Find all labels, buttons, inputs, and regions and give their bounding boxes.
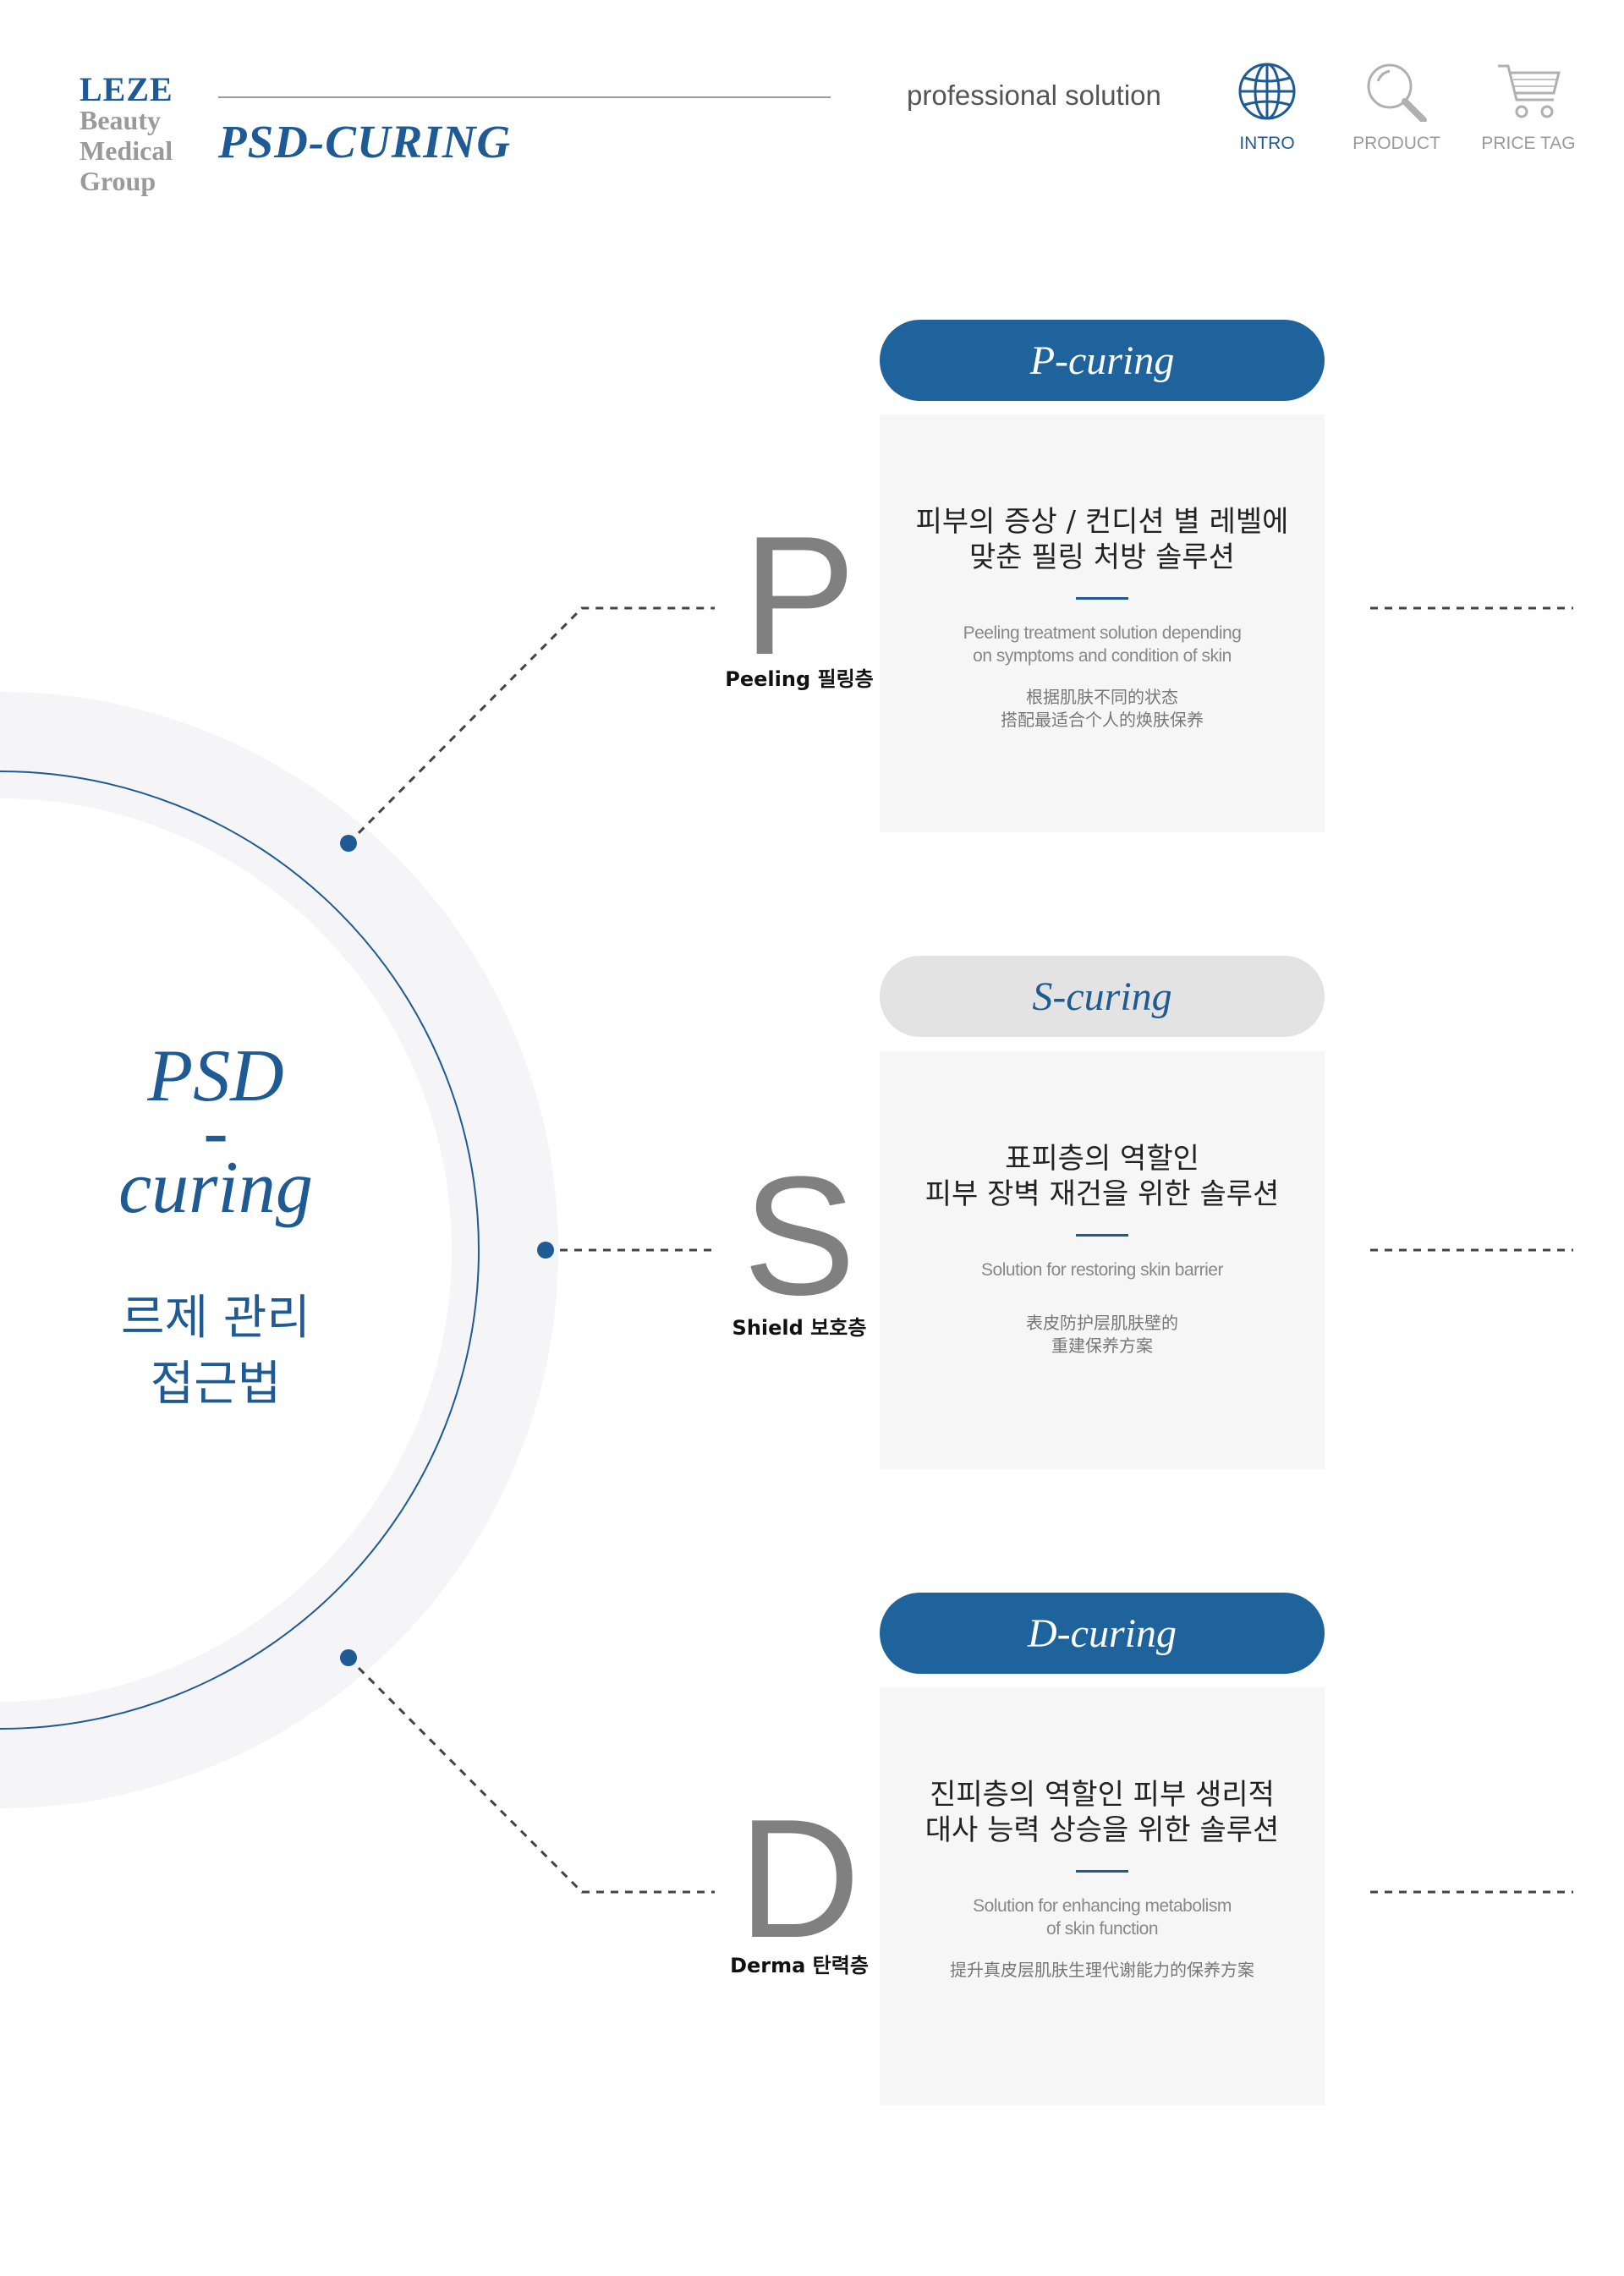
caption-derma: Derma 탄력층 (730, 1954, 869, 1977)
card-p-title-line-2: 맞춘 필링 처방 솔루션 (969, 540, 1235, 574)
connector-d (347, 1656, 715, 1894)
hero-title-line-1: PSD (147, 1035, 284, 1117)
caption-shield: Shield 보호층 (732, 1316, 867, 1340)
hero-subtitle-line-1: 르제 관리 (121, 1291, 310, 1346)
pill-p-curing[interactable]: P-curing (880, 320, 1325, 401)
card-d-english-line-1: Solution for enhancing metabolism (973, 1896, 1232, 1916)
card-s-title-line-2: 피부 장벽 재건을 위한 솔루션 (924, 1177, 1280, 1211)
card-d-divider (1076, 1870, 1128, 1873)
card-p-title-line-1: 피부의 증상 / 컨디션 별 레벨에 (915, 505, 1289, 539)
outer-ring (0, 692, 558, 1808)
logo-line-1: LEZE (80, 70, 173, 108)
card-s-title-line-1: 표피층의 역할인 (1005, 1142, 1199, 1176)
letter-s: S (743, 1142, 856, 1330)
card-d-curing: 진피층의 역할인 피부 생리적 대사 능력 상승을 위한 솔루션 Solutio… (880, 1687, 1325, 2105)
card-d-title: 진피층의 역할인 피부 생리적 대사 능력 상승을 위한 솔루션 (880, 1777, 1325, 1848)
card-s-chinese-line-2: 重建保养方案 (1051, 1335, 1153, 1356)
letter-d: D (738, 1785, 861, 1973)
card-p-english-line-1: Peeling treatment solution depending (963, 623, 1242, 643)
card-p-divider (1076, 597, 1128, 600)
pill-d-curing[interactable]: D-curing (880, 1593, 1325, 1674)
hero-title-line-2: - (203, 1091, 228, 1173)
card-p-chinese-line-1: 根据肌肤不同的状态 (1026, 687, 1178, 707)
magnifier-icon (1367, 63, 1427, 122)
node-dot-d (340, 1649, 357, 1666)
card-p-chinese: 根据肌肤不同的状态 搭配最适合个人的焕肤保养 (880, 686, 1325, 732)
page-title: PSD-CURING (218, 116, 512, 167)
card-d-title-line-2: 대사 능력 상승을 위한 솔루션 (924, 1813, 1280, 1847)
connector-p (347, 606, 715, 845)
inner-circle (0, 771, 480, 1730)
caption-peeling: Peeling 필링층 (725, 667, 874, 691)
nav-intro[interactable]: INTRO (1195, 61, 1339, 154)
nav-price-tag-label: PRICE TAG (1481, 134, 1576, 153)
tagline: professional solution (907, 80, 1161, 111)
hero-subtitle: 르제 관리 접근법 (59, 1286, 372, 1418)
brand-logo[interactable]: LEZE Beauty Medical Group (80, 70, 173, 197)
card-d-english-line-2: of skin function (1045, 1919, 1159, 1939)
nav-intro-label: INTRO (1239, 134, 1295, 153)
header-divider (218, 96, 831, 98)
card-d-english: Solution for enhancing metabolism of ski… (880, 1895, 1325, 1940)
node-dot-s (537, 1242, 554, 1259)
card-s-chinese: 表皮防护层肌肤壁的 重建保养方案 (880, 1312, 1325, 1357)
nav-product-label: PRODUCT (1352, 134, 1440, 153)
card-d-chinese-line-1: 提升真皮层肌肤生理代谢能力的保养方案 (950, 1960, 1254, 1980)
nav-price-tag[interactable]: PRICE TAG (1457, 61, 1600, 154)
globe-icon (1238, 63, 1296, 120)
card-s-english: Solution for restoring skin barrier (880, 1259, 1325, 1281)
hero-title-line-3: curing (118, 1147, 313, 1229)
card-d-chinese: 提升真皮层肌肤生理代谢能力的保养方案 (880, 1959, 1325, 1982)
hero-subtitle-line-2: 접근법 (150, 1357, 282, 1412)
card-s-curing: 표피층의 역할인 피부 장벽 재건을 위한 솔루션 Solution for r… (880, 1051, 1325, 1469)
card-p-english-line-2: on symptoms and condition of skin (973, 646, 1232, 666)
card-s-title: 표피층의 역할인 피부 장벽 재건을 위한 솔루션 (880, 1141, 1325, 1212)
card-p-english: Peeling treatment solution depending on … (880, 622, 1325, 667)
card-d-title-line-1: 진피층의 역할인 피부 생리적 (930, 1778, 1275, 1812)
card-p-title: 피부의 증상 / 컨디션 별 레벨에 맞춘 필링 처방 솔루션 (880, 504, 1325, 575)
card-s-divider (1076, 1234, 1128, 1237)
pill-s-curing[interactable]: S-curing (880, 956, 1325, 1037)
card-s-chinese-line-1: 表皮防护层肌肤壁的 (1026, 1313, 1178, 1333)
cart-icon (1498, 64, 1561, 118)
card-s-english-line-1: Solution for restoring skin barrier (981, 1260, 1223, 1280)
logo-line-4: Group (80, 166, 156, 196)
logo-line-3: Medical (80, 135, 173, 166)
letter-p: P (743, 502, 856, 690)
card-p-chinese-line-2: 搭配最适合个人的焕肤保养 (1001, 710, 1204, 730)
logo-line-2: Beauty (80, 105, 161, 135)
card-p-curing: 피부의 증상 / 컨디션 별 레벨에 맞춘 필링 처방 솔루션 Peeling … (880, 414, 1325, 832)
hero-title: PSD - curing (59, 1035, 372, 1229)
node-dot-p (340, 835, 357, 852)
nav-product[interactable]: PRODUCT (1325, 61, 1468, 154)
